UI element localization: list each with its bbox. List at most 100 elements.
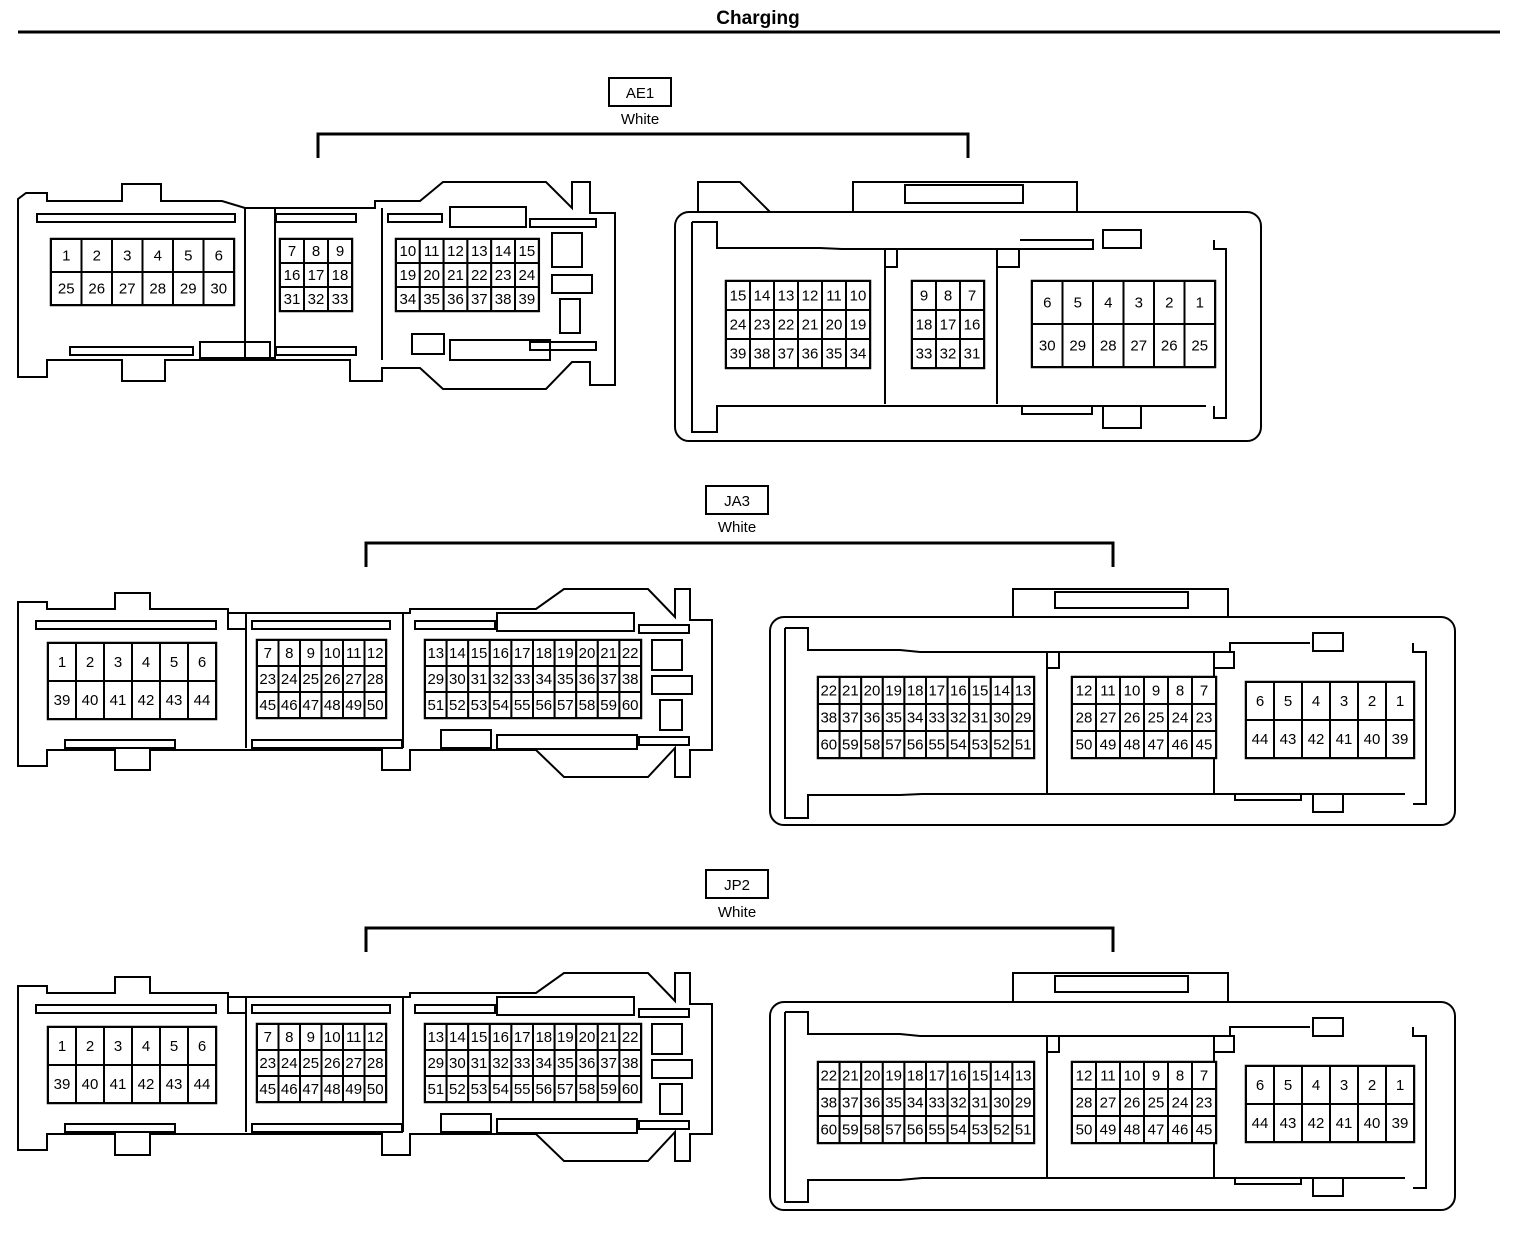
pin-number: 35: [826, 346, 843, 363]
pin-cell: [1385, 719, 1415, 759]
pin-number: 3: [114, 1038, 122, 1055]
pin-cell: [618, 691, 643, 719]
pin-number: 56: [535, 1081, 552, 1098]
pin-cell: [618, 1075, 643, 1103]
pin-number: 53: [972, 1122, 989, 1139]
pin-cell: [1183, 323, 1216, 368]
pin-number: 23: [259, 671, 276, 688]
pin-number: 59: [842, 737, 859, 754]
pin-number: 31: [972, 1095, 989, 1112]
pin-number: 29: [427, 1055, 444, 1072]
pin-number: 53: [471, 697, 488, 714]
pin-number: 59: [600, 1081, 617, 1098]
pin-number: 11: [346, 1029, 362, 1046]
pin-number: 41: [110, 692, 127, 709]
pin-number: 16: [492, 645, 509, 662]
pin-number: 21: [447, 267, 464, 284]
pin-number: 37: [600, 1055, 617, 1072]
connector-jp2-bracket: [364, 926, 1115, 952]
pin-number: 1: [58, 1038, 66, 1055]
pin-number: 12: [1076, 683, 1093, 700]
pin-number: 30: [993, 710, 1010, 727]
pin-number: 37: [778, 346, 795, 363]
pin-number: 43: [166, 692, 183, 709]
pin-number: 6: [198, 654, 206, 671]
pin-number: 40: [1364, 731, 1381, 748]
pin-number: 38: [820, 710, 837, 727]
pin-number: 28: [1100, 338, 1117, 355]
pin-number: 57: [557, 1081, 574, 1098]
pin-cell: [1031, 280, 1064, 325]
pin-cell: [50, 271, 83, 306]
pin-number: 43: [1280, 1115, 1297, 1132]
pin-number: 55: [928, 737, 945, 754]
pin-number: 38: [820, 1095, 837, 1112]
pin-number: 12: [367, 645, 384, 662]
connector-ae1-left-housing: [17, 181, 616, 390]
pin-number: 3: [1340, 1077, 1348, 1094]
pin-cell: [1245, 1103, 1275, 1143]
pin-number: 27: [345, 1055, 362, 1072]
pin-number: 4: [142, 1038, 150, 1055]
pin-cell: [1167, 730, 1193, 759]
pin-number: 24: [730, 317, 747, 334]
pin-number: 9: [1152, 1068, 1160, 1085]
pin-number: 12: [447, 243, 464, 260]
pin-number: 22: [622, 1029, 639, 1046]
pin-cell: [159, 1026, 189, 1066]
pin-number: 44: [194, 692, 211, 709]
pin-number: 38: [754, 346, 771, 363]
pin-number: 58: [579, 1081, 596, 1098]
pin-number: 33: [928, 1095, 945, 1112]
pin-number: 42: [138, 692, 155, 709]
pin-number: 11: [346, 645, 362, 662]
pin-number: 8: [944, 288, 952, 305]
pin-number: 3: [1340, 693, 1348, 710]
pin-number: 25: [302, 1055, 319, 1072]
pin-cell: [131, 1026, 161, 1066]
pin-number: 26: [324, 1055, 341, 1072]
pin-number: 39: [54, 1076, 71, 1093]
pin-number: 21: [802, 317, 819, 334]
pin-number: 48: [1124, 737, 1141, 754]
connector-jp2-color: White: [718, 904, 756, 921]
pin-number: 42: [1308, 1115, 1325, 1132]
pin-number: 45: [1196, 737, 1213, 754]
pin-number: 1: [1396, 693, 1404, 710]
pin-number: 11: [1100, 683, 1116, 700]
pin-number: 57: [885, 1122, 902, 1139]
pin-number: 1: [1196, 295, 1204, 312]
pin-cell: [773, 309, 799, 340]
pin-number: 5: [184, 248, 192, 265]
pin-number: 34: [535, 1055, 552, 1072]
pin-number: 24: [281, 1055, 298, 1072]
pin-number: 31: [284, 291, 301, 308]
pin-number: 13: [427, 1029, 444, 1046]
pin-number: 28: [1076, 710, 1093, 727]
connector-ae1-id-box: [608, 77, 672, 107]
connector-ja3-bracket: [364, 541, 1115, 567]
pin-number: 13: [778, 288, 795, 305]
pin-number: 7: [1200, 1068, 1208, 1085]
pin-cell: [821, 338, 847, 369]
pin-number: 2: [86, 654, 94, 671]
pin-cell: [773, 338, 799, 369]
pin-number: 38: [622, 1055, 639, 1072]
pin-cell: [1273, 681, 1303, 721]
pin-number: 59: [842, 1122, 859, 1139]
pin-number: 47: [302, 1081, 319, 1098]
pin-number: 7: [1200, 683, 1208, 700]
pin-number: 8: [285, 1029, 293, 1046]
pin-number: 11: [826, 288, 842, 305]
pin-number: 7: [264, 1029, 272, 1046]
pin-number: 18: [907, 1068, 924, 1085]
pin-number: 14: [993, 683, 1010, 700]
pin-number: 22: [820, 1068, 837, 1085]
pin-number: 14: [495, 243, 512, 260]
connector-ja3-left-housing: [17, 588, 713, 778]
pin-number: 40: [82, 692, 99, 709]
pin-number: 56: [907, 1122, 924, 1139]
pin-number: 18: [332, 267, 349, 284]
